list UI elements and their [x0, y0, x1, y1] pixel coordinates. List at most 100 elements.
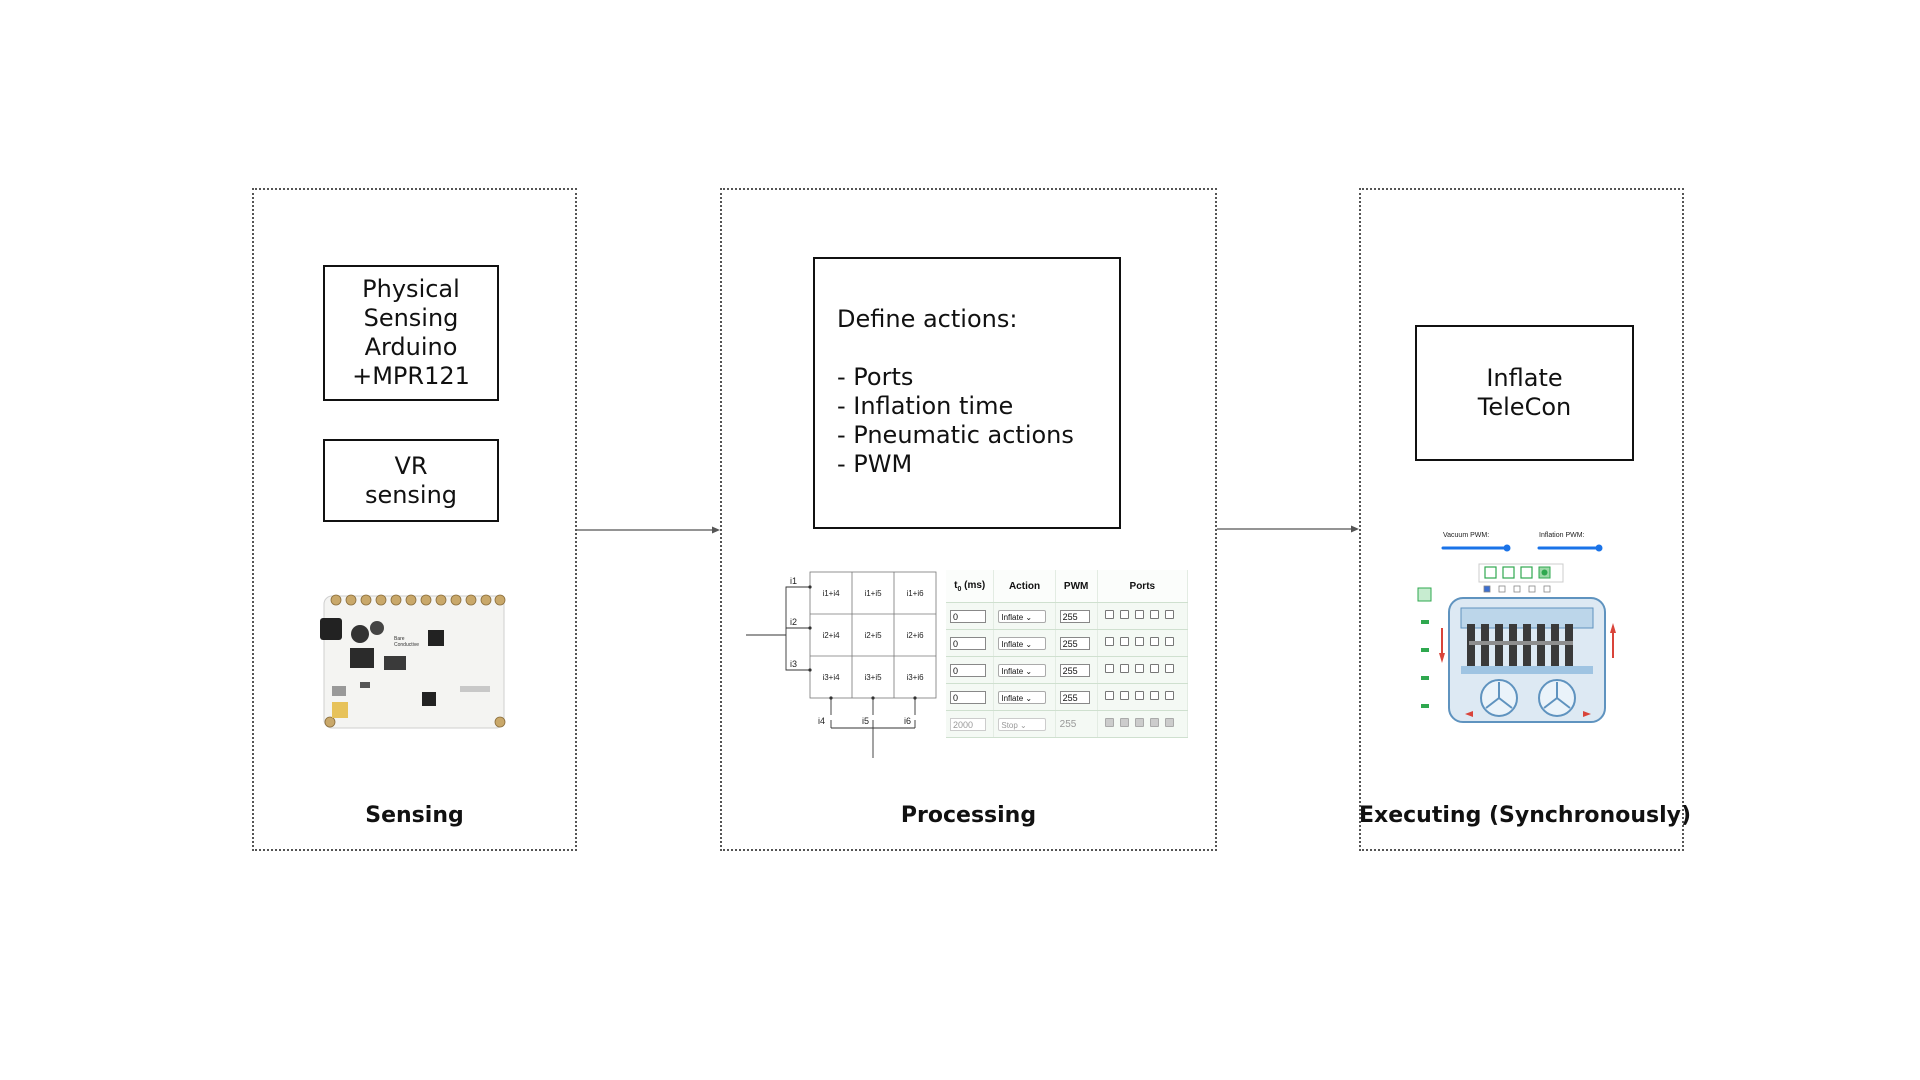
table-row: 0 Inflate ⌄ 255: [946, 656, 1189, 684]
port-checkbox[interactable]: [1119, 637, 1129, 646]
sensing-caption: Sensing: [365, 803, 464, 828]
port-checkbox[interactable]: [1104, 664, 1114, 673]
pneumatic-controller-image: Vacuum PWM: Inflation PWM:: [1417, 532, 1616, 723]
pwm-input[interactable]: 255: [1059, 663, 1090, 677]
action-header: Action: [993, 570, 1056, 603]
vr-sensing-box: VR sensing: [323, 439, 499, 522]
port-checkbox[interactable]: [1164, 610, 1174, 619]
matrix-cell: i1+i5: [864, 589, 882, 598]
port-checkbox[interactable]: [1104, 637, 1114, 646]
physical-sensing-box: Physical Sensing Arduino +MPR121: [323, 265, 499, 401]
actions-table: t0 (ms) Action PWM Ports 0 Inflate ⌄ 255…: [946, 570, 1189, 738]
pwm-header: PWM: [1055, 570, 1098, 603]
row-label: i3: [790, 659, 797, 669]
matrix-cell: i2+i4: [822, 631, 840, 640]
port-checkbox[interactable]: [1164, 718, 1174, 727]
box-line: - PWM: [837, 450, 913, 478]
pwm-input[interactable]: 255: [1059, 636, 1090, 650]
t0-input[interactable]: 0: [950, 690, 986, 704]
port-checkbox[interactable]: [1104, 610, 1114, 619]
port-checkbox[interactable]: [1134, 691, 1144, 700]
executing-caption: Executing (Synchronously): [1359, 803, 1692, 828]
port-checkbox[interactable]: [1164, 664, 1174, 673]
pwm-input[interactable]: 255: [1059, 690, 1090, 704]
t0-input[interactable]: 0: [950, 663, 986, 677]
t0-input[interactable]: 2000: [950, 717, 986, 731]
col-label: i5: [862, 716, 869, 726]
port-checkbox[interactable]: [1119, 718, 1129, 727]
port-checkbox[interactable]: [1119, 691, 1129, 700]
matrix-cell: i1+i6: [906, 589, 924, 598]
executing-panel: [1359, 188, 1684, 851]
t0-header: t0 (ms): [946, 570, 995, 603]
inflation-slider-thumb[interactable]: [1595, 544, 1603, 552]
box-line: Sensing: [363, 304, 459, 332]
box-line: +MPR121: [352, 362, 470, 390]
port-checkboxes: [1097, 656, 1189, 684]
action-select[interactable]: Inflate ⌄: [998, 663, 1047, 677]
table-row: 0 Inflate ⌄ 255: [946, 683, 1189, 711]
port-checkbox[interactable]: [1164, 691, 1174, 700]
box-line: - Pneumatic actions: [837, 421, 1074, 449]
inflation-pwm-label: Inflation PWM:: [1539, 532, 1585, 539]
vacuum-slider-thumb[interactable]: [1503, 544, 1511, 552]
box-line: Inflate: [1486, 364, 1563, 392]
port-checkbox[interactable]: [1134, 664, 1144, 673]
box-line: TeleCon: [1477, 393, 1572, 421]
action-select[interactable]: Inflate ⌄: [998, 690, 1047, 704]
port-checkbox[interactable]: [1104, 691, 1114, 700]
t0-input[interactable]: 0: [950, 609, 986, 623]
pwm-value: 255: [1059, 718, 1077, 730]
box-line: sensing: [364, 480, 458, 509]
matrix-cell: i3+i4: [822, 673, 840, 682]
box-line: - Ports: [837, 363, 914, 391]
box-line: - Inflation time: [837, 392, 1014, 420]
port-checkbox[interactable]: [1149, 610, 1159, 619]
matrix-cell: i1+i4: [822, 589, 840, 598]
col-label: i4: [818, 716, 825, 726]
port-checkbox[interactable]: [1149, 691, 1159, 700]
port-checkbox[interactable]: [1149, 637, 1159, 646]
touch-board-image: Bare Conductive: [320, 594, 506, 729]
port-checkbox[interactable]: [1149, 718, 1159, 727]
input-matrix-diagram: i1 i2 i3 i4 i5 i6 i1+i4 i1+i5 i1+i6 i2+i…: [746, 571, 937, 758]
port-checkbox[interactable]: [1149, 664, 1159, 673]
port-checkbox[interactable]: [1119, 664, 1129, 673]
action-select[interactable]: Inflate ⌄: [998, 636, 1047, 650]
port-checkbox[interactable]: [1104, 718, 1114, 727]
define-actions-box: Define actions: - Ports - Inflation time…: [813, 257, 1121, 529]
port-checkbox[interactable]: [1164, 637, 1174, 646]
pwm-input[interactable]: 255: [1059, 609, 1090, 623]
vacuum-pwm-label: Vacuum PWM:: [1443, 532, 1489, 539]
port-checkboxes: [1097, 683, 1189, 711]
row-label: i1: [790, 576, 797, 586]
matrix-cell: i3+i6: [906, 673, 924, 682]
table-row: 0 Inflate ⌄ 255: [946, 602, 1189, 630]
action-select[interactable]: Inflate ⌄: [998, 609, 1047, 623]
ports-header: Ports: [1097, 570, 1189, 603]
table-row: 0 Inflate ⌄ 255: [946, 629, 1189, 657]
port-checkbox[interactable]: [1134, 637, 1144, 646]
port-checkboxes: [1097, 629, 1189, 657]
port-checkbox[interactable]: [1134, 718, 1144, 727]
box-line: [837, 334, 1119, 363]
action-select[interactable]: Stop ⌄: [998, 717, 1047, 731]
port-checkboxes: [1097, 602, 1189, 630]
matrix-cell: i2+i5: [864, 631, 882, 640]
box-line: VR: [394, 451, 428, 480]
port-checkbox[interactable]: [1119, 610, 1129, 619]
row-label: i2: [790, 617, 797, 627]
matrix-cell: i3+i5: [864, 673, 882, 682]
processing-caption: Processing: [900, 803, 1037, 828]
port-checkbox[interactable]: [1134, 610, 1144, 619]
col-label: i6: [904, 716, 911, 726]
board-brand-line: Bare: [394, 636, 405, 642]
inflate-telecon-box: Inflate TeleCon: [1415, 325, 1634, 461]
processing-panel: [720, 188, 1217, 851]
t0-input[interactable]: 0: [950, 636, 986, 650]
matrix-cell: i2+i6: [906, 631, 924, 640]
sensing-panel: [252, 188, 577, 851]
port-checkboxes: [1097, 710, 1189, 738]
arrow-sensing-to-processing: [577, 526, 720, 534]
board-brand-line: Conductive: [394, 642, 419, 648]
